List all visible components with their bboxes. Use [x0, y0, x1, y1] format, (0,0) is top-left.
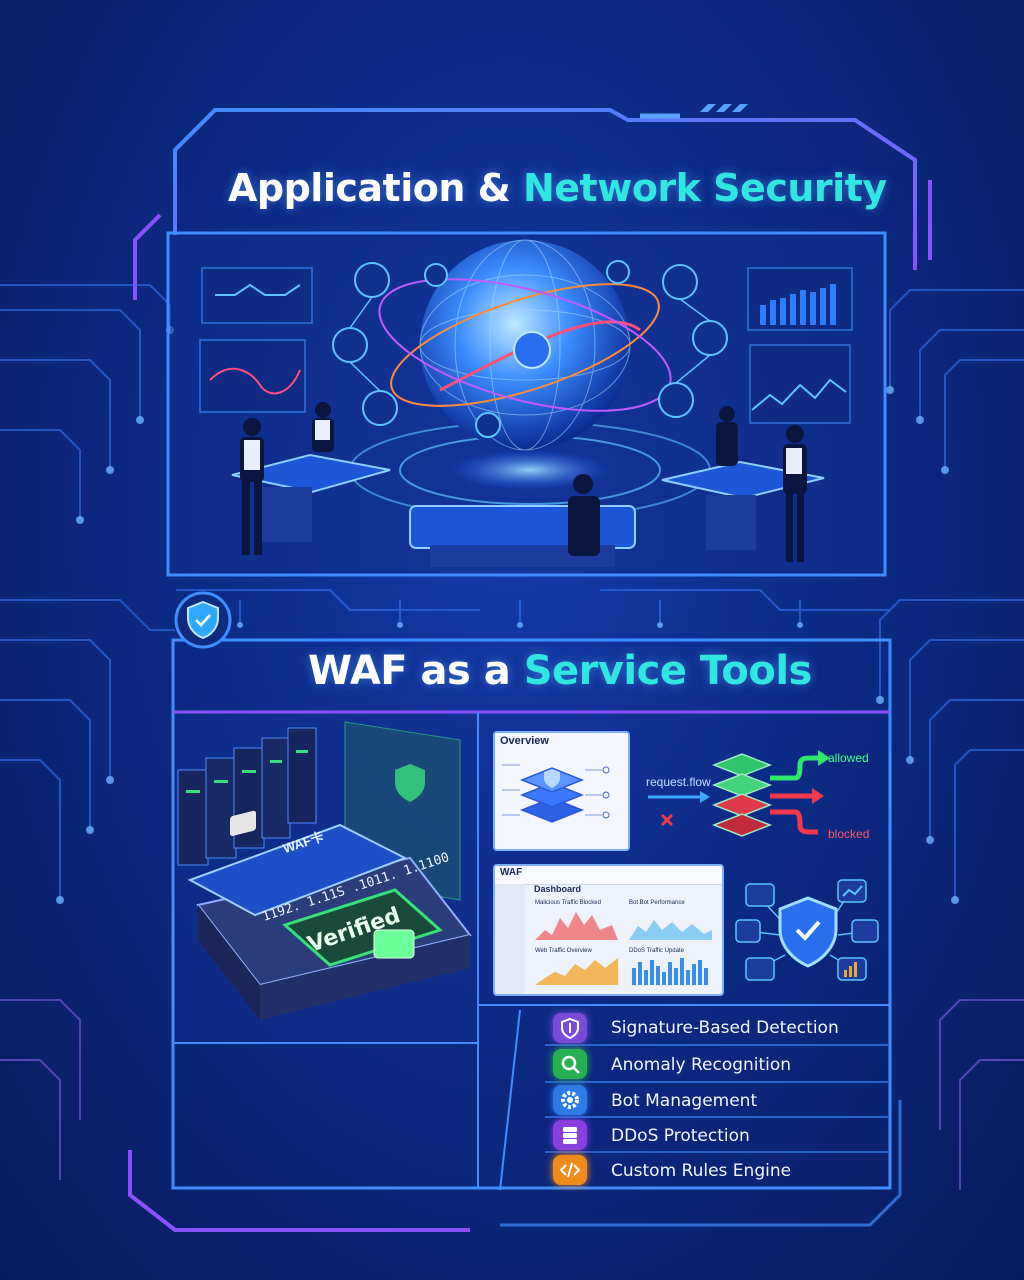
waf-title-part1: WAF as a — [308, 648, 524, 694]
widget-title: Web Traffic Overview — [535, 948, 592, 954]
waf-title: WAF as a Service Tools — [308, 648, 812, 694]
widget-title: Malicious Traffic Blocked — [535, 900, 601, 906]
hero-title-part1: Application & — [228, 166, 523, 210]
blocked-x-icon — [660, 813, 674, 827]
search-icon — [553, 1049, 587, 1079]
feature-label-bot: Bot Management — [611, 1091, 758, 1111]
shield-icon — [553, 1013, 587, 1043]
allowed-label: allowed — [828, 751, 869, 765]
hero-title-part2: Network Security — [522, 166, 887, 210]
hero-title: Application & Network Security — [228, 166, 887, 210]
credit-card-icon — [187, 823, 408, 917]
feature-label-signature: Signature-Based Detection — [611, 1018, 839, 1038]
dashboard-title: Dashboard — [534, 884, 582, 894]
server-rack-icon — [177, 727, 317, 866]
waf-title-part2: Service Tools — [523, 648, 813, 694]
dashboard-app-label: WAF — [500, 867, 523, 878]
feature-label-anomaly: Anomaly Recognition — [611, 1055, 792, 1075]
request-flow-label: request.flow — [646, 775, 711, 789]
blocked-label: blocked — [828, 827, 870, 841]
feature-label-ddos: DDoS Protection — [611, 1126, 750, 1146]
gear-icon — [553, 1085, 587, 1115]
widget-title: Bot Bot Performance — [629, 900, 685, 906]
overview-title: Overview — [500, 735, 549, 747]
server-icon — [553, 1120, 587, 1150]
widget-title: DDoS Traffic Update — [629, 948, 684, 954]
feature-label-custom-rules: Custom Rules Engine — [611, 1161, 792, 1181]
code-icon — [553, 1155, 587, 1185]
